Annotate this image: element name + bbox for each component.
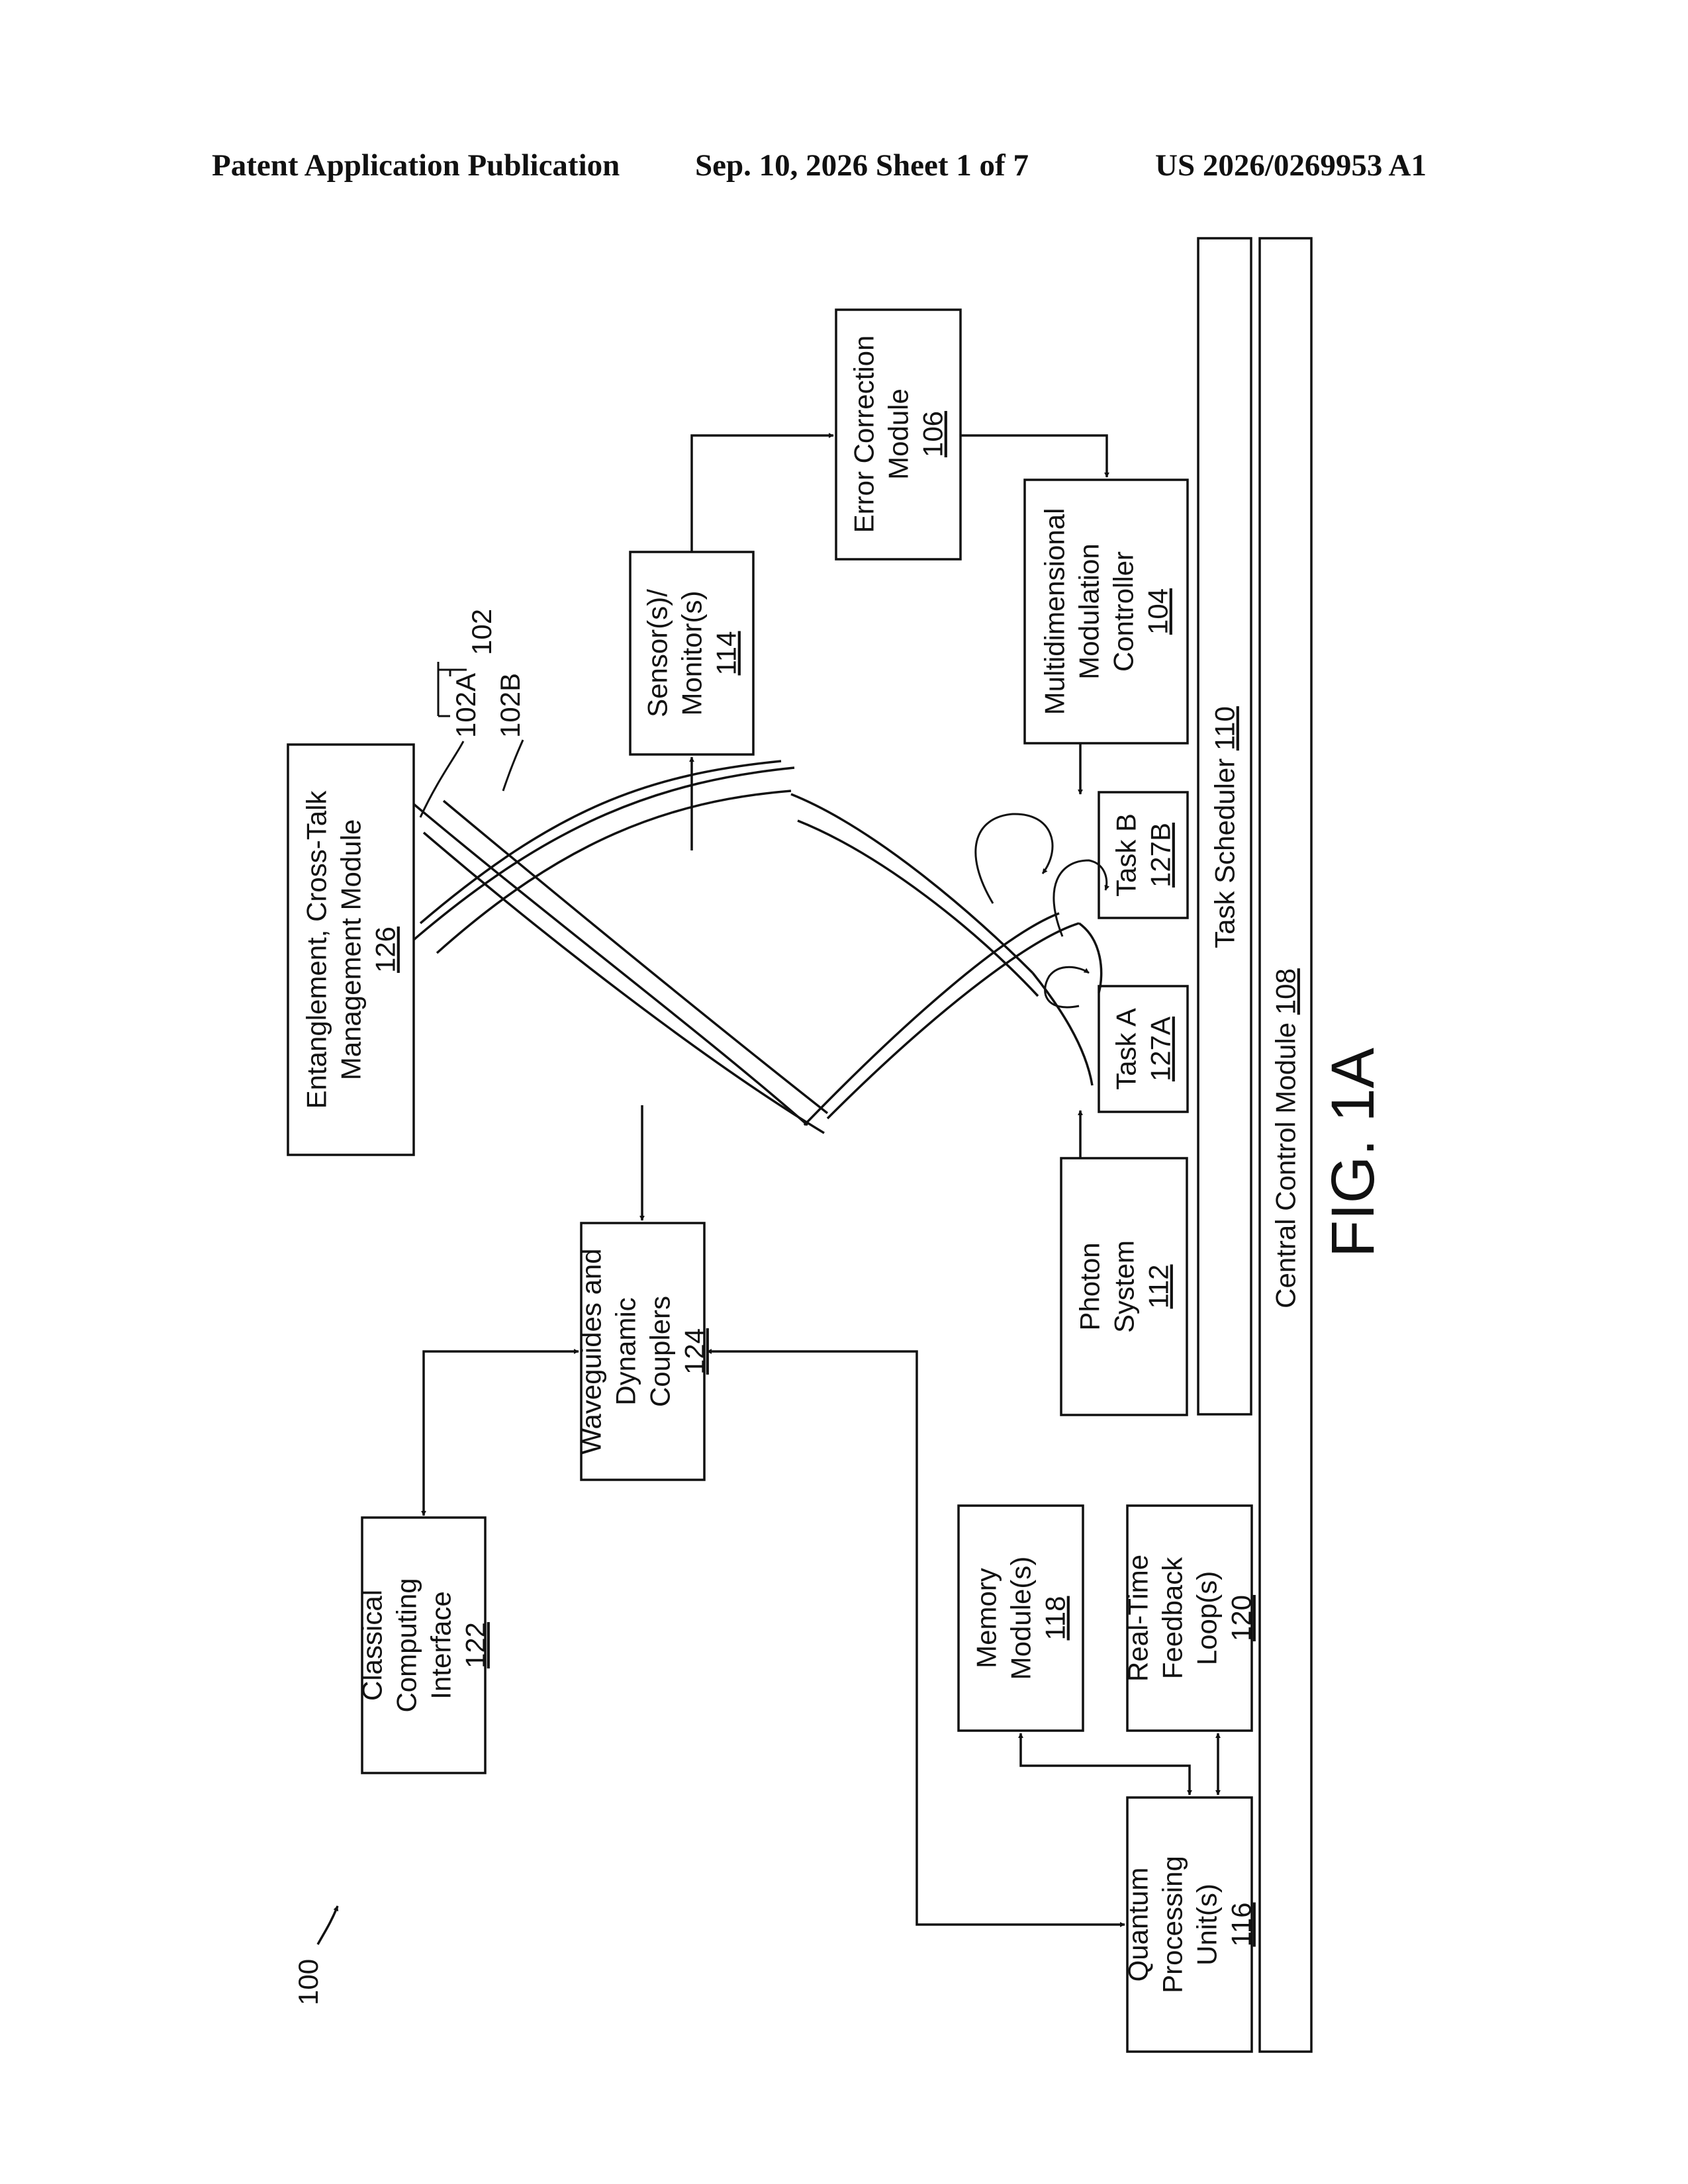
photon-label: PhotonSystem112 bbox=[1074, 1240, 1174, 1333]
qpu-label: QuantumProcessingUnit(s)116 bbox=[1123, 1856, 1257, 1993]
memory-line-2: Module(s) bbox=[1006, 1557, 1037, 1680]
waveguides-line-2: Dynamic bbox=[610, 1297, 641, 1405]
waveguides-line-3: Couplers bbox=[645, 1296, 676, 1407]
modulation-line-1: Multidimensional bbox=[1039, 508, 1070, 715]
arrow-qpu-memory bbox=[1021, 1733, 1190, 1795]
modulation-line-2: Modulation bbox=[1074, 543, 1105, 679]
modulation-line-3: Controller bbox=[1108, 551, 1139, 672]
memory-line-1: Memory bbox=[971, 1568, 1002, 1668]
sensor-ref: 114 bbox=[711, 631, 742, 676]
ref-100-label: 100 bbox=[293, 1959, 324, 2005]
task-scheduler-label: Task Scheduler 110 bbox=[1209, 706, 1241, 948]
central-control-name: Central Control Module bbox=[1270, 1015, 1301, 1308]
arrow-classical-waveguides bbox=[424, 1351, 579, 1516]
task-a-ref: 127A bbox=[1145, 1017, 1176, 1081]
error-line-1: Error Correction bbox=[849, 336, 880, 533]
sensor-line-2: Monitor(s) bbox=[677, 590, 708, 715]
waveguides-line-1: Waveguides and bbox=[576, 1248, 607, 1454]
classical-line-3: Interface bbox=[426, 1591, 457, 1699]
error-label: Error CorrectionModule106 bbox=[849, 336, 949, 533]
entanglement-label: Entanglement, Cross-TalkManagement Modul… bbox=[301, 790, 401, 1109]
feedback-ref: 120 bbox=[1226, 1595, 1257, 1641]
error-line-2: Module bbox=[883, 388, 914, 480]
task-scheduler-ref: 110 bbox=[1209, 706, 1241, 751]
error-ref: 106 bbox=[917, 411, 949, 457]
task-a-line-1: Task A bbox=[1111, 1008, 1142, 1090]
feedback-label: Real-TimeFeedbackLoop(s)120 bbox=[1123, 1555, 1257, 1682]
photon-ref: 112 bbox=[1143, 1265, 1174, 1309]
qpu-line-1: Quantum bbox=[1123, 1868, 1154, 1982]
arrow-ref-100 bbox=[318, 1906, 338, 1944]
feedback-line-1: Real-Time bbox=[1123, 1555, 1154, 1682]
memory-label: MemoryModule(s)118 bbox=[971, 1557, 1071, 1680]
ref-102b-label: 102B bbox=[494, 673, 526, 738]
central-control-label: Central Control Module 108 bbox=[1270, 968, 1301, 1308]
task-b-ref: 127B bbox=[1145, 823, 1176, 887]
photon-line-2: System bbox=[1109, 1240, 1140, 1333]
classical-line-2: Computing bbox=[391, 1578, 422, 1712]
task-b-label: Task B127B bbox=[1111, 813, 1176, 897]
modulation-ref: 104 bbox=[1143, 588, 1174, 635]
ref-102-label: 102 bbox=[466, 609, 497, 655]
task-b-rotation-arrow-upper bbox=[976, 814, 1053, 903]
feedback-line-3: Loop(s) bbox=[1192, 1571, 1223, 1665]
arrow-sensor-to-error bbox=[692, 435, 833, 552]
entanglement-ref: 126 bbox=[370, 927, 401, 973]
waveguides-label: Waveguides andDynamicCouplers124 bbox=[576, 1248, 710, 1454]
sensor-line-1: Sensor(s)/ bbox=[642, 589, 673, 717]
modulation-label: MultidimensionalModulationController104 bbox=[1039, 508, 1174, 715]
entanglement-line-2: Management Module bbox=[336, 819, 367, 1081]
feedback-line-2: Feedback bbox=[1157, 1557, 1188, 1679]
sensor-label: Sensor(s)/Monitor(s)114 bbox=[642, 589, 742, 717]
ref-102a-label: 102A bbox=[450, 673, 481, 738]
qpu-line-3: Unit(s) bbox=[1192, 1884, 1223, 1966]
photon-line-1: Photon bbox=[1074, 1242, 1105, 1330]
memory-ref: 118 bbox=[1040, 1596, 1071, 1641]
classical-ref: 122 bbox=[460, 1622, 491, 1668]
task-a-label: Task A127A bbox=[1111, 1008, 1176, 1090]
classical-line-1: Classical bbox=[357, 1590, 388, 1701]
figure-caption: FIG. 1A bbox=[1319, 1047, 1387, 1257]
task-a-rotation-arrow bbox=[1045, 967, 1089, 1007]
central-control-ref: 108 bbox=[1270, 968, 1301, 1015]
task-b-line-1: Task B bbox=[1111, 813, 1142, 897]
qpu-ref: 116 bbox=[1226, 1903, 1257, 1947]
waveguides-ref: 124 bbox=[679, 1328, 710, 1375]
task-scheduler-name: Task Scheduler bbox=[1209, 751, 1241, 948]
classical-label: ClassicalComputingInterface122 bbox=[357, 1578, 491, 1712]
arrow-error-to-modulation bbox=[961, 435, 1107, 477]
entanglement-line-1: Entanglement, Cross-Talk bbox=[301, 790, 332, 1109]
qpu-line-2: Processing bbox=[1157, 1856, 1188, 1993]
